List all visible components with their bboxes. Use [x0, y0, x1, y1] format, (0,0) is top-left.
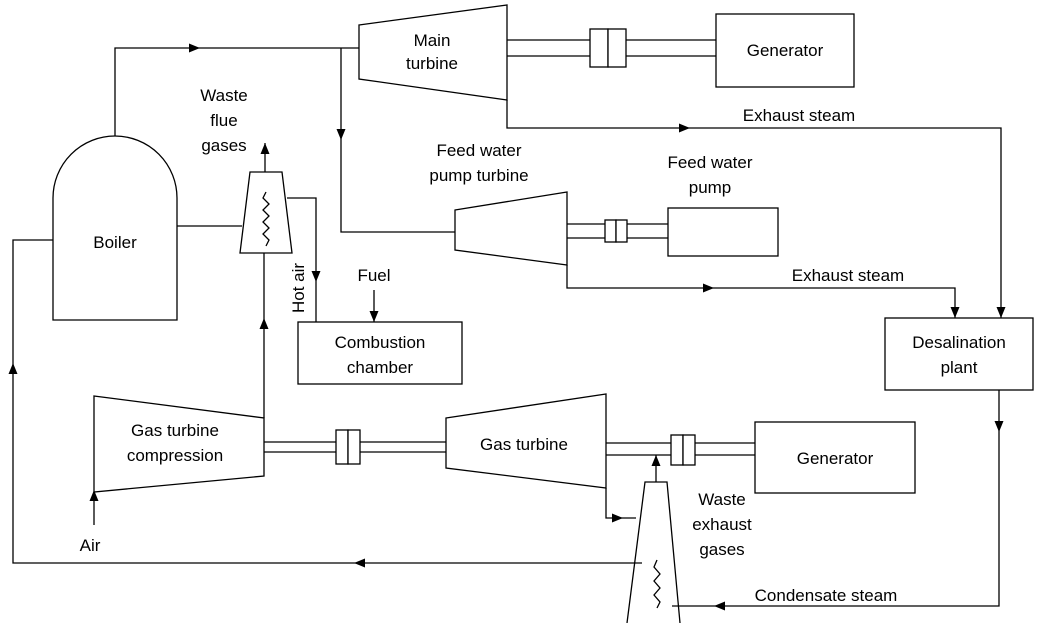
label-air: Air — [80, 536, 101, 555]
label-waste-exhaust-1: Waste — [698, 490, 746, 509]
arrow-stack-exhaust — [651, 455, 661, 466]
label-gt-comp-2: compression — [127, 446, 223, 465]
fw-coupling-2 — [615, 219, 628, 243]
label-generator-bottom: Generator — [797, 449, 874, 468]
arrow-return-v — [8, 363, 18, 374]
arrow-desal-out — [994, 421, 1004, 432]
arrow-gt-exhaust — [612, 513, 623, 523]
comp-coupling — [335, 429, 349, 465]
feedwater-return-line — [12, 239, 642, 564]
arrow-condensate — [714, 601, 725, 611]
generator-top — [715, 13, 855, 88]
preheater-coil — [262, 191, 270, 247]
label-fw-pump-turbine-1: Feed water — [436, 141, 521, 160]
label-combustion-1: Combustion — [335, 333, 426, 352]
main-coupling — [589, 28, 609, 68]
feed-water-pump — [667, 207, 779, 257]
label-boiler: Boiler — [93, 233, 137, 252]
desalination-plant — [884, 317, 1034, 391]
arrow-steam-main — [189, 43, 200, 53]
label-combustion-2: chamber — [347, 358, 413, 377]
gt-coupling — [670, 434, 684, 466]
steam-branch-line — [340, 48, 455, 233]
arrow-exhaust-mid-v — [950, 307, 960, 318]
arrow-return-h — [354, 558, 365, 568]
arrow-fuel — [369, 311, 379, 322]
label-generator-top: Generator — [747, 41, 824, 60]
arrow-air — [89, 490, 99, 501]
arrow-steam-branch — [336, 129, 346, 140]
combustion-chamber — [297, 321, 463, 385]
label-fw-pump-turbine-2: pump turbine — [429, 166, 528, 185]
label-main-turbine-2: turbine — [406, 54, 458, 73]
label-hot-air: Hot air — [289, 263, 308, 313]
heat-recovery-stack — [626, 481, 681, 623]
label-exhaust-steam-mid: Exhaust steam — [792, 266, 904, 285]
label-desal-2: plant — [941, 358, 978, 377]
comp-coupling-2 — [347, 429, 361, 465]
label-fw-pump-2: pump — [689, 178, 732, 197]
arrow-hot-air — [311, 271, 321, 282]
gt-exhaust-line — [605, 488, 636, 519]
fw-coupling — [604, 219, 617, 243]
steam-main-line — [114, 47, 359, 136]
boiler — [52, 135, 178, 321]
condensate-line — [672, 390, 1000, 607]
label-waste-exhaust-2: exhaust — [692, 515, 752, 534]
exhaust-top-line — [506, 100, 1002, 318]
main-coupling-2 — [607, 28, 627, 68]
label-waste-flue-3: gases — [201, 136, 246, 155]
label-waste-flue-2: flue — [210, 111, 237, 130]
label-gt-comp-1: Gas turbine — [131, 421, 219, 440]
stack-coil — [653, 559, 661, 609]
arrow-exhaust-top-v — [996, 307, 1006, 318]
main-turbine — [358, 4, 508, 101]
label-waste-exhaust-3: gases — [699, 540, 744, 559]
label-condensate: Condensate steam — [755, 586, 898, 605]
label-desal-1: Desalination — [912, 333, 1006, 352]
label-gas-turbine: Gas turbine — [480, 435, 568, 454]
label-fuel: Fuel — [357, 266, 390, 285]
label-exhaust-steam-top: Exhaust steam — [743, 106, 855, 125]
label-waste-flue-1: Waste — [200, 86, 248, 105]
gt-coupling-2 — [682, 434, 696, 466]
arrow-exhaust-top-h — [679, 123, 690, 133]
exhaust-mid-line — [566, 265, 956, 318]
arrow-exhaust-mid-h — [703, 283, 714, 293]
label-main-turbine-1: Main — [414, 31, 451, 50]
gas-turbine-compressor — [93, 395, 265, 493]
generator-bottom — [754, 421, 916, 494]
feed-water-pump-turbine — [454, 191, 568, 266]
arrow-comp-outlet — [259, 318, 269, 329]
arrow-waste-flue — [260, 143, 270, 154]
label-fw-pump-1: Feed water — [667, 153, 752, 172]
